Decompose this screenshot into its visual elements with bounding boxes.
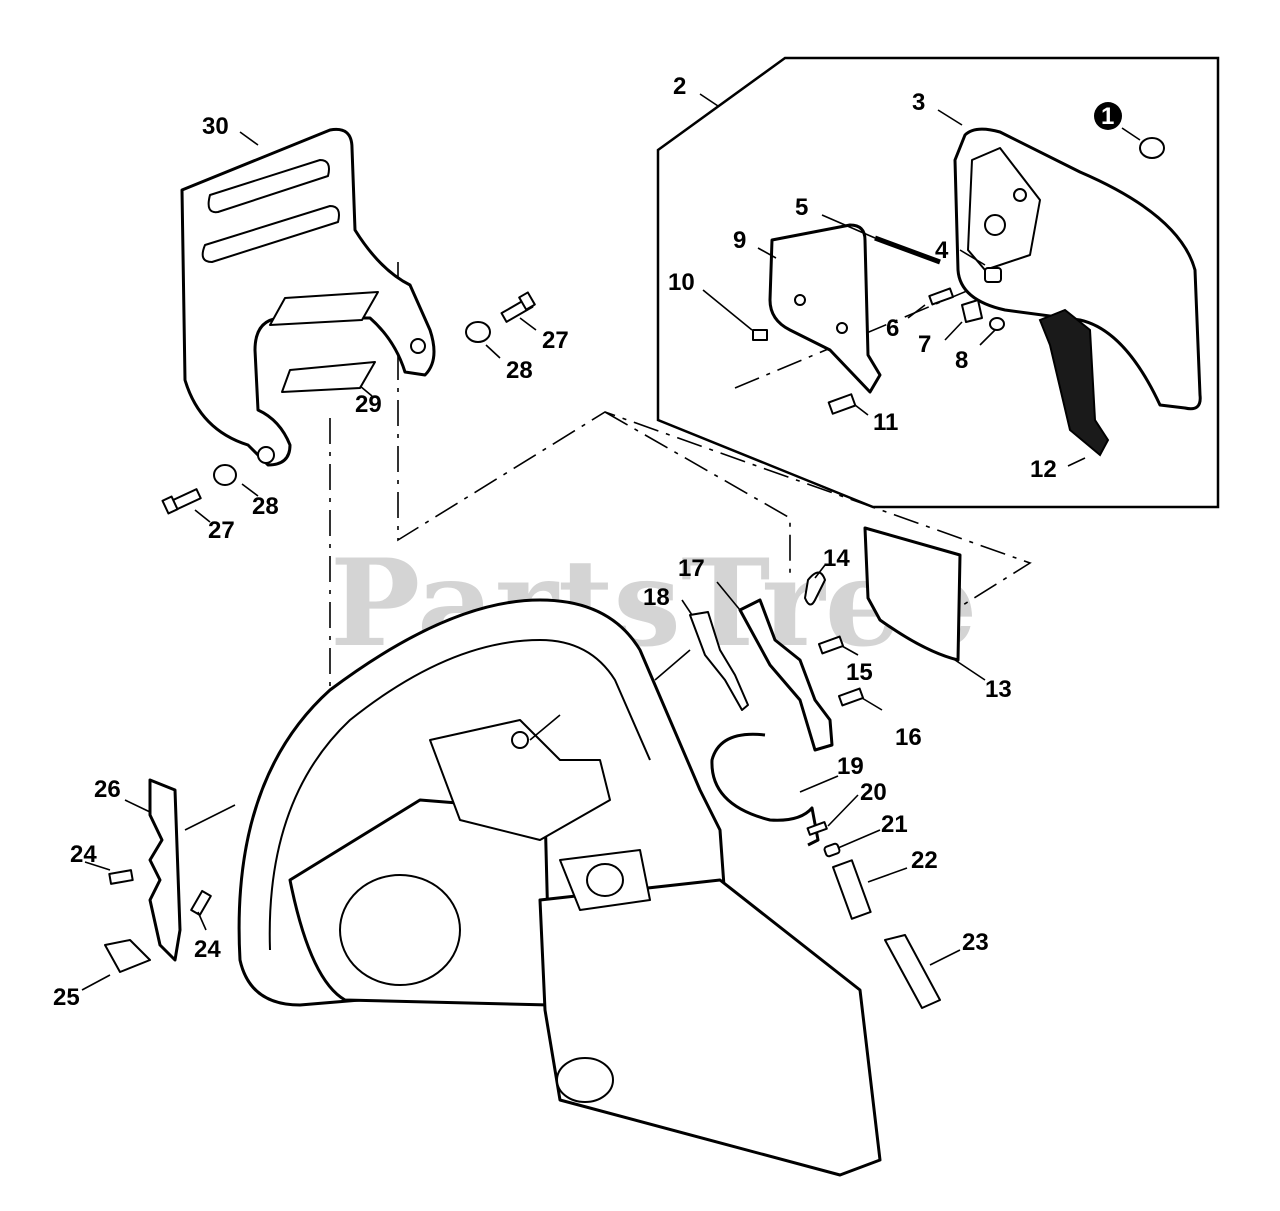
clip-14	[804, 571, 826, 606]
callout-2: 2	[673, 73, 686, 100]
link-18	[689, 611, 749, 711]
callout-28-lower: 28	[252, 493, 279, 520]
callout-1-badge	[1094, 102, 1122, 130]
chain-brake-cover	[953, 127, 1202, 411]
callout-17: 17	[678, 555, 705, 582]
lever-17	[738, 598, 834, 752]
pin-5	[874, 235, 941, 265]
bracket-25	[104, 939, 151, 973]
nut-1	[1139, 137, 1165, 159]
block-7	[961, 299, 983, 323]
callout-18: 18	[643, 584, 670, 611]
callout-24-right: 24	[194, 936, 221, 963]
bumper-spike-26	[148, 778, 182, 962]
callout-1: 1	[1101, 103, 1114, 130]
screw-16	[837, 687, 865, 707]
callout-21: 21	[881, 811, 908, 838]
chainsaw-engine-body	[237, 598, 882, 1177]
assembly-box-2	[656, 56, 1220, 509]
bushing-28-lower	[213, 464, 237, 486]
bolt-27-lower	[161, 488, 202, 515]
callout-8: 8	[955, 347, 968, 374]
bushing-4	[984, 267, 1002, 283]
callout-20: 20	[860, 779, 887, 806]
screw-24-right	[190, 889, 212, 917]
callout-24-left: 24	[70, 841, 97, 868]
cap-21	[823, 842, 841, 858]
plate-9	[768, 223, 882, 394]
callout-19: 19	[837, 753, 864, 780]
callout-25: 25	[53, 984, 80, 1011]
callout-4: 4	[935, 237, 949, 264]
callout-9: 9	[733, 227, 746, 254]
callout-26: 26	[94, 776, 121, 803]
brake-lever-12	[1038, 308, 1110, 457]
callout-13: 13	[985, 676, 1012, 703]
callout-29: 29	[355, 391, 382, 418]
hand-guard	[180, 127, 436, 467]
screw-24-left	[108, 869, 134, 885]
callout-3: 3	[912, 89, 925, 116]
callout-15: 15	[846, 659, 873, 686]
screw-10	[752, 329, 768, 341]
callout-11: 11	[873, 409, 898, 436]
callout-6: 6	[886, 315, 899, 342]
screw-15	[817, 635, 845, 655]
callout-30: 30	[202, 113, 229, 140]
brake-band-19	[710, 732, 820, 847]
callout-22: 22	[911, 847, 938, 874]
callout-23: 23	[962, 929, 989, 956]
pin-6	[928, 287, 955, 306]
leader-lines	[81, 93, 1141, 991]
rod-23	[884, 934, 941, 1009]
callout-12: 12	[1030, 456, 1057, 483]
callout-27-lower: 27	[208, 517, 235, 544]
callout-10: 10	[668, 269, 695, 296]
bolt-27-upper	[500, 291, 536, 323]
washer-8	[989, 317, 1005, 331]
alignment-line-c	[604, 411, 791, 580]
screw-11	[827, 393, 857, 415]
pin-20	[806, 821, 828, 836]
bushing-28-upper	[465, 321, 491, 343]
callout-28-upper: 28	[506, 357, 533, 384]
decal-label-29	[281, 361, 376, 393]
callout-14: 14	[823, 545, 850, 572]
callout-16: 16	[895, 724, 922, 751]
callout-7: 7	[918, 331, 931, 358]
spring-22	[832, 859, 872, 920]
callout-5: 5	[795, 194, 808, 221]
callout-27-upper: 27	[542, 327, 569, 354]
plate-13	[863, 526, 962, 662]
